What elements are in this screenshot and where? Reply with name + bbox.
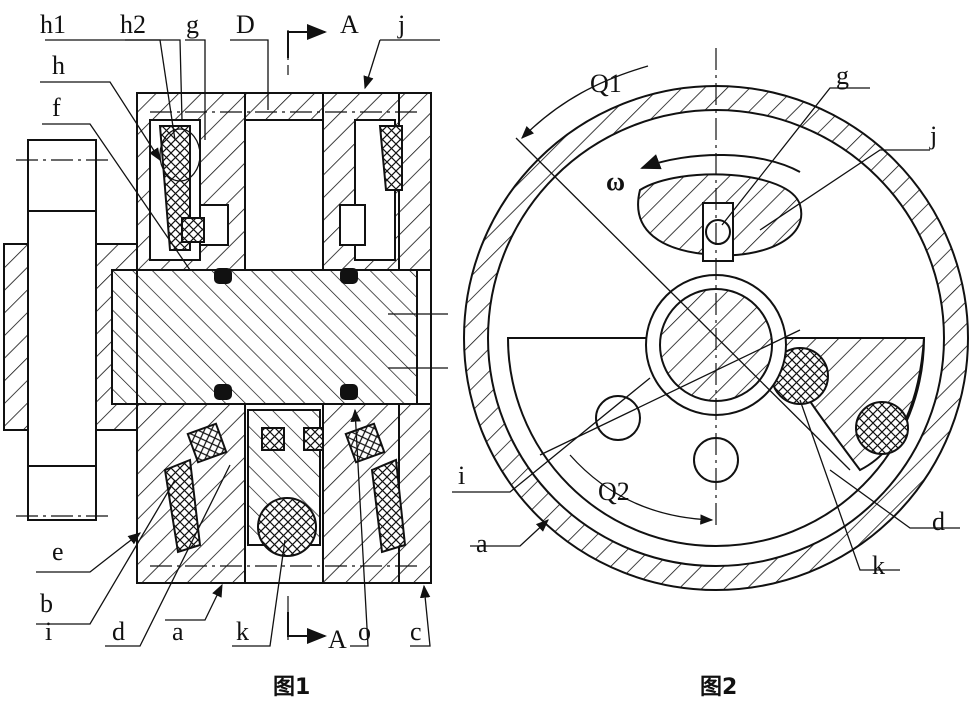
- label-h1: h1: [40, 10, 66, 39]
- label-Q2: Q2: [598, 477, 630, 506]
- label-c: c: [410, 617, 422, 646]
- section-arrow-top: [288, 32, 325, 58]
- label-A-bottom: A: [328, 625, 347, 654]
- label-g: g: [186, 10, 199, 39]
- label-g-fig2: g: [836, 61, 849, 90]
- cavity-D: [245, 120, 323, 270]
- label-k: k: [236, 617, 249, 646]
- label-D: D: [236, 10, 255, 39]
- label-Q1: Q1: [590, 69, 622, 98]
- ball-k-outer: [856, 402, 908, 454]
- label-j-fig2: j: [929, 121, 937, 150]
- label-d-fig2: d: [932, 507, 945, 536]
- ball-k: [258, 498, 316, 556]
- figure-2: Q1 g j ω i Q2 a d k 图2: [452, 48, 968, 700]
- label-j: j: [397, 10, 405, 39]
- o-ring-2: [340, 268, 358, 284]
- label-e: e: [52, 537, 64, 566]
- label-f: f: [52, 93, 61, 122]
- label-omega: ω: [606, 167, 625, 196]
- label-i: i: [45, 617, 52, 646]
- figure-1: h1 h2 g D A j h f e b i d a k A o c 图1: [4, 10, 448, 700]
- label-A-top: A: [340, 10, 359, 39]
- section-arrow-bottom: [288, 612, 325, 636]
- o-ring-1: [214, 268, 232, 284]
- o-ring-3: [214, 384, 232, 400]
- label-a-fig2: a: [476, 529, 488, 558]
- label-o: o: [358, 617, 371, 646]
- label-a: a: [172, 617, 184, 646]
- o-ring-4: [340, 384, 358, 400]
- hub: [112, 270, 417, 404]
- label-h: h: [52, 51, 65, 80]
- caption-figure-2: 图2: [700, 675, 737, 700]
- label-k-fig2: k: [872, 551, 885, 580]
- caption-figure-1: 图1: [273, 675, 310, 700]
- label-h2: h2: [120, 10, 146, 39]
- label-i-fig2: i: [458, 461, 465, 490]
- label-d: d: [112, 617, 125, 646]
- label-b: b: [40, 589, 53, 618]
